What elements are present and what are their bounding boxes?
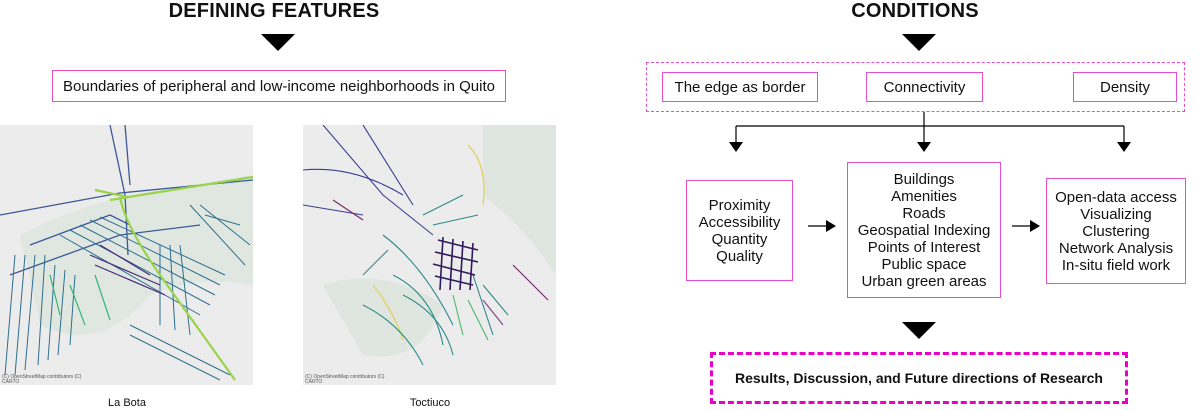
- boundaries-box: Boundaries of peripheral and low-income …: [52, 70, 506, 102]
- conditions-heading: CONDITIONS: [851, 0, 979, 22]
- map-la-bota: (C) OpenStreetMap contributors (C) CARTO: [0, 125, 253, 385]
- column-item: Geospatial Indexing: [857, 221, 991, 239]
- column-proximity-box: Proximity Accessibility Quantity Quality: [686, 180, 793, 281]
- map-toctiuco: (C) OpenStreetMap contributors (C) CARTO: [303, 125, 556, 385]
- column-item: Clustering: [1082, 222, 1150, 240]
- down-triangle-icon: [902, 34, 936, 51]
- defining-features-heading: DEFINING FEATURES: [168, 0, 380, 22]
- column-item: Urban green areas: [861, 272, 987, 290]
- column-item: Amenities: [891, 187, 957, 205]
- toctiuco-street-network: [303, 125, 556, 366]
- column-item: Quality: [716, 247, 763, 265]
- column-item: Roads: [902, 204, 946, 222]
- down-triangle-icon: [902, 322, 936, 339]
- column-item: Points of Interest: [867, 238, 981, 256]
- condition-density: Density: [1073, 72, 1177, 102]
- results-box: Results, Discussion, and Future directio…: [710, 352, 1128, 404]
- down-triangle-icon: [261, 34, 295, 51]
- column-item: Visualizing: [1080, 205, 1152, 223]
- column-item: Open-data access: [1055, 188, 1177, 206]
- la-bota-street-network: [0, 125, 253, 381]
- caption-la-bota: La Bota: [108, 397, 146, 409]
- column-open-data-box: Open-data access Visualizing Clustering …: [1046, 178, 1186, 284]
- column-item: Proximity: [708, 196, 771, 214]
- column-item: Buildings: [893, 170, 955, 188]
- conditions-dashed-group: [646, 62, 1185, 112]
- condition-edge-as-border: The edge as border: [662, 72, 818, 102]
- map-attribution: (C) OpenStreetMap contributors (C) CARTO: [305, 374, 385, 385]
- condition-connectivity: Connectivity: [866, 72, 983, 102]
- caption-toctiuco: Toctiuco: [409, 397, 451, 409]
- column-item: Quantity: [711, 230, 768, 248]
- column-item: Public space: [881, 255, 967, 273]
- column-item: In-situ field work: [1061, 256, 1171, 274]
- column-buildings-box: Buildings Amenities Roads Geospatial Ind…: [847, 162, 1001, 298]
- map-attribution: (C) OpenStreetMap contributors (C) CARTO: [2, 374, 82, 385]
- column-item: Accessibility: [698, 213, 781, 231]
- column-item: Network Analysis: [1058, 239, 1174, 257]
